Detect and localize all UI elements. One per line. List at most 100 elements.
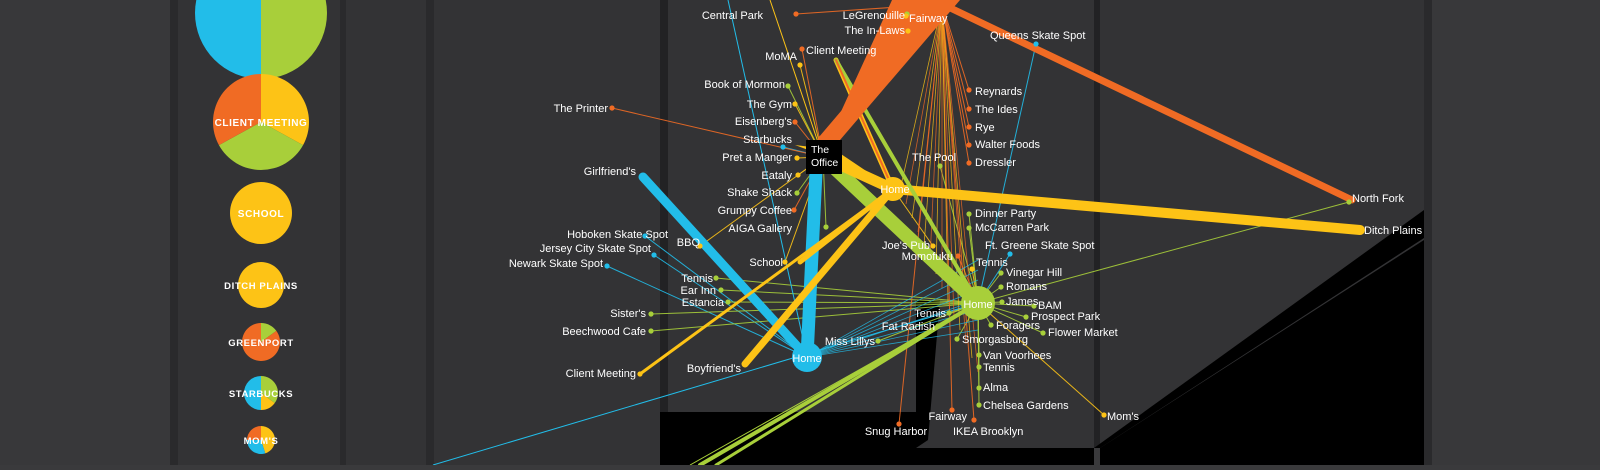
route-line bbox=[727, 301, 979, 304]
route-line bbox=[941, 3, 970, 128]
route-line bbox=[929, 3, 943, 261]
place-label: Momofuku bbox=[902, 251, 953, 263]
place-dot bbox=[966, 87, 972, 93]
legend-pie-slice bbox=[261, 0, 327, 79]
place-dot bbox=[937, 163, 943, 169]
place-dot bbox=[1033, 41, 1039, 47]
place-dot bbox=[966, 106, 972, 112]
route-line bbox=[877, 302, 979, 342]
route-line bbox=[699, 156, 824, 247]
place-dot bbox=[793, 11, 799, 17]
major-route bbox=[741, 185, 897, 368]
place-label: The In-Laws bbox=[844, 25, 905, 37]
major-route-fan bbox=[828, 0, 960, 140]
place-dot bbox=[792, 101, 798, 107]
place-label: Flower Market bbox=[1048, 327, 1118, 339]
place-label: Van Voorhees bbox=[983, 350, 1052, 362]
route-line bbox=[644, 235, 808, 358]
major-route bbox=[888, 184, 1365, 235]
legend-pie-slice bbox=[230, 182, 292, 244]
place-dot bbox=[823, 224, 829, 230]
place-dot bbox=[648, 311, 654, 317]
place-dot bbox=[648, 328, 654, 334]
legend-pie-slice bbox=[261, 74, 309, 146]
legend-label: MOM'S bbox=[244, 436, 279, 447]
legend-pie-slice bbox=[261, 393, 275, 410]
panel-gutter bbox=[170, 0, 178, 465]
home-brooklyn-label: Home bbox=[963, 299, 992, 311]
major-route bbox=[938, 0, 1356, 204]
place-label: Dinner Party bbox=[975, 208, 1037, 220]
place-label: Prospect Park bbox=[1031, 311, 1101, 323]
place-label: The Pool bbox=[912, 152, 956, 164]
place-label: Reynards bbox=[975, 86, 1023, 98]
panel-gutter bbox=[340, 0, 346, 465]
route-line bbox=[715, 277, 979, 304]
place-dot bbox=[966, 142, 972, 148]
place-dot bbox=[1031, 303, 1037, 309]
route-line bbox=[977, 302, 1105, 416]
route-line bbox=[941, 3, 970, 91]
route-line bbox=[905, 3, 943, 205]
legend-label: DITCH PLAINS bbox=[224, 281, 298, 292]
place-label: Grumpy Coffee bbox=[718, 205, 792, 217]
place-label: Client Meeting bbox=[806, 45, 876, 57]
place-dot bbox=[782, 259, 788, 265]
place-dot bbox=[792, 119, 798, 125]
panel-gutter bbox=[1094, 0, 1100, 448]
place-dot bbox=[785, 83, 791, 89]
place-dot bbox=[875, 338, 881, 344]
legend-label: SCHOOL bbox=[238, 209, 284, 220]
place-dot bbox=[1357, 227, 1363, 233]
route-line bbox=[941, 3, 970, 110]
route-line bbox=[941, 3, 955, 317]
place-label: Eisenberg's bbox=[735, 116, 793, 128]
place-label: MoMA bbox=[765, 51, 797, 63]
major-route bbox=[638, 187, 895, 376]
place-label: Snug Harbor bbox=[865, 426, 928, 438]
major-route bbox=[714, 301, 980, 467]
route-line bbox=[941, 3, 970, 164]
route-line bbox=[806, 279, 979, 358]
place-dot bbox=[799, 46, 805, 52]
legend-pie-slice bbox=[242, 323, 280, 362]
place-label: BAM bbox=[1038, 300, 1062, 312]
major-route bbox=[816, 150, 985, 310]
place-dot bbox=[742, 361, 748, 367]
place-label: Tennis bbox=[983, 362, 1015, 374]
place-label: Shake Shack bbox=[727, 187, 792, 199]
place-label: The Printer bbox=[554, 103, 609, 115]
place-dot bbox=[966, 124, 972, 130]
legend-label: STARBUCKS bbox=[229, 389, 293, 400]
major-route bbox=[800, 165, 823, 364]
legend-pie-slice bbox=[195, 0, 261, 79]
place-label: The Ides bbox=[975, 104, 1018, 116]
legend-pie-slice bbox=[261, 426, 276, 454]
hub-nodes: Home Home Home The Office bbox=[792, 140, 995, 372]
place-dot bbox=[780, 144, 786, 150]
place-label: Boyfriend's bbox=[687, 363, 742, 375]
place-dot bbox=[896, 421, 902, 427]
route-line bbox=[977, 43, 1037, 304]
legend-pie-slice bbox=[247, 426, 261, 440]
route-line bbox=[611, 107, 824, 158]
place-label: Fairway bbox=[909, 13, 948, 25]
major-route bbox=[835, 59, 894, 190]
place-label: Jersey City Skate Spot bbox=[540, 243, 651, 255]
place-dot bbox=[966, 160, 972, 166]
place-dot bbox=[797, 62, 803, 68]
place-label: Beechwood Cafe bbox=[562, 326, 646, 338]
place-dot bbox=[795, 172, 801, 178]
place-label: McCarren Park bbox=[975, 222, 1049, 234]
place-dot bbox=[637, 371, 643, 377]
legend-label: GREENPORT bbox=[228, 338, 294, 349]
home-brooklyn-hub bbox=[961, 286, 995, 320]
place-label: Smorgasburg bbox=[962, 334, 1028, 346]
route-line bbox=[806, 289, 979, 358]
home-mid-label: Home bbox=[880, 184, 909, 196]
route-line bbox=[806, 319, 979, 358]
place-label: Ft. Greene Skate Spot bbox=[985, 240, 1094, 252]
place-label: Ear Inn bbox=[681, 285, 716, 297]
